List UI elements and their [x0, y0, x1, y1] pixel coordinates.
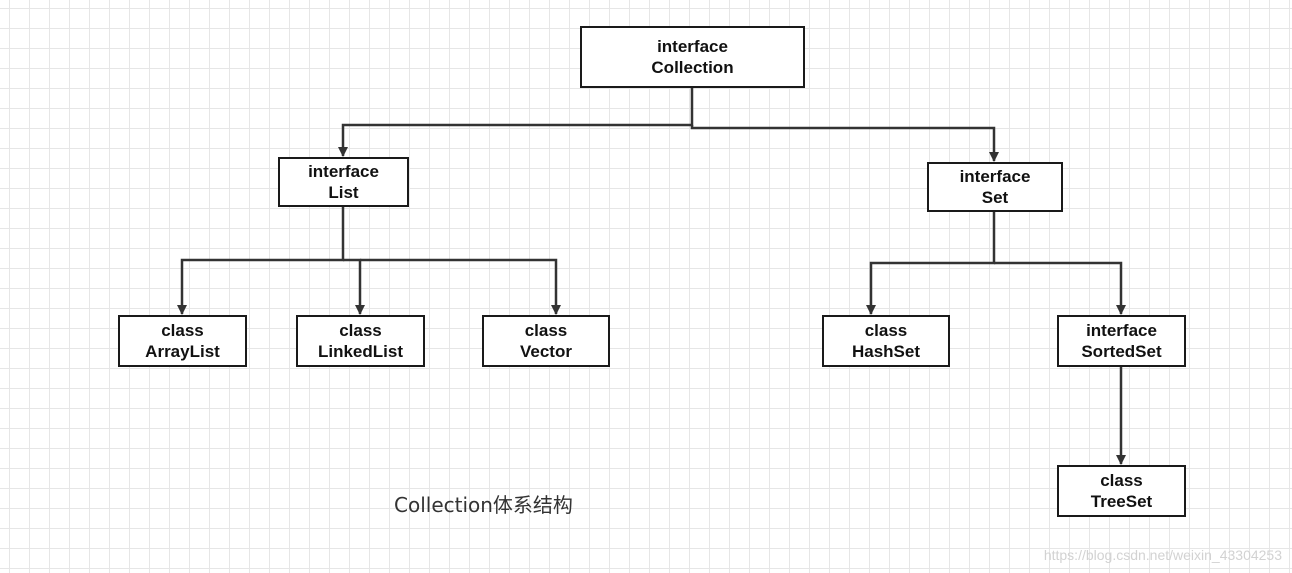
node-hashset-kind: class — [864, 321, 908, 340]
watermark: https://blog.csdn.net/weixin_43304253 — [1043, 547, 1282, 563]
node-treeset[interactable]: class TreeSet — [1057, 465, 1186, 517]
diagram-caption: Collection体系结构 — [394, 493, 573, 517]
node-collection[interactable]: interface Collection — [580, 26, 805, 88]
node-list-kind: interface — [308, 162, 379, 181]
edge-collection-to-list — [338, 88, 694, 157]
node-list[interactable]: interface List — [278, 157, 409, 207]
node-set-kind: interface — [959, 167, 1031, 186]
edge-list-to-vector — [360, 258, 561, 315]
node-treeset-kind: class — [1100, 471, 1143, 490]
edge-list-to-arraylist — [177, 207, 345, 315]
edge-list-to-linkedlist — [343, 258, 365, 315]
node-vector-name: Vector — [520, 342, 572, 361]
node-linkedlist-name: LinkedList — [317, 342, 403, 361]
node-linkedlist[interactable]: class LinkedList — [296, 315, 425, 367]
node-vector-kind: class — [524, 321, 568, 340]
node-collection-name: Collection — [651, 58, 734, 77]
node-set[interactable]: interface Set — [927, 162, 1063, 212]
node-arraylist-name: ArrayList — [145, 342, 220, 361]
node-list-name: List — [328, 183, 359, 202]
edge-set-to-sortedset — [994, 261, 1126, 315]
node-treeset-name: TreeSet — [1090, 492, 1153, 511]
edge-set-to-hashset — [866, 211, 996, 315]
node-sortedset[interactable]: interface SortedSet — [1057, 315, 1186, 367]
node-arraylist-kind: class — [161, 321, 204, 340]
node-vector[interactable]: class Vector — [482, 315, 610, 367]
node-linkedlist-kind: class — [339, 321, 382, 340]
node-hashset-name: HashSet — [851, 342, 921, 361]
node-sortedset-kind: interface — [1086, 321, 1157, 340]
node-collection-kind: interface — [657, 37, 728, 56]
node-hashset[interactable]: class HashSet — [822, 315, 950, 367]
node-sortedset-name: SortedSet — [1081, 342, 1162, 361]
edge-collection-to-set — [690, 125, 999, 162]
node-arraylist[interactable]: class ArrayList — [118, 315, 247, 367]
node-set-name: Set — [981, 188, 1009, 207]
